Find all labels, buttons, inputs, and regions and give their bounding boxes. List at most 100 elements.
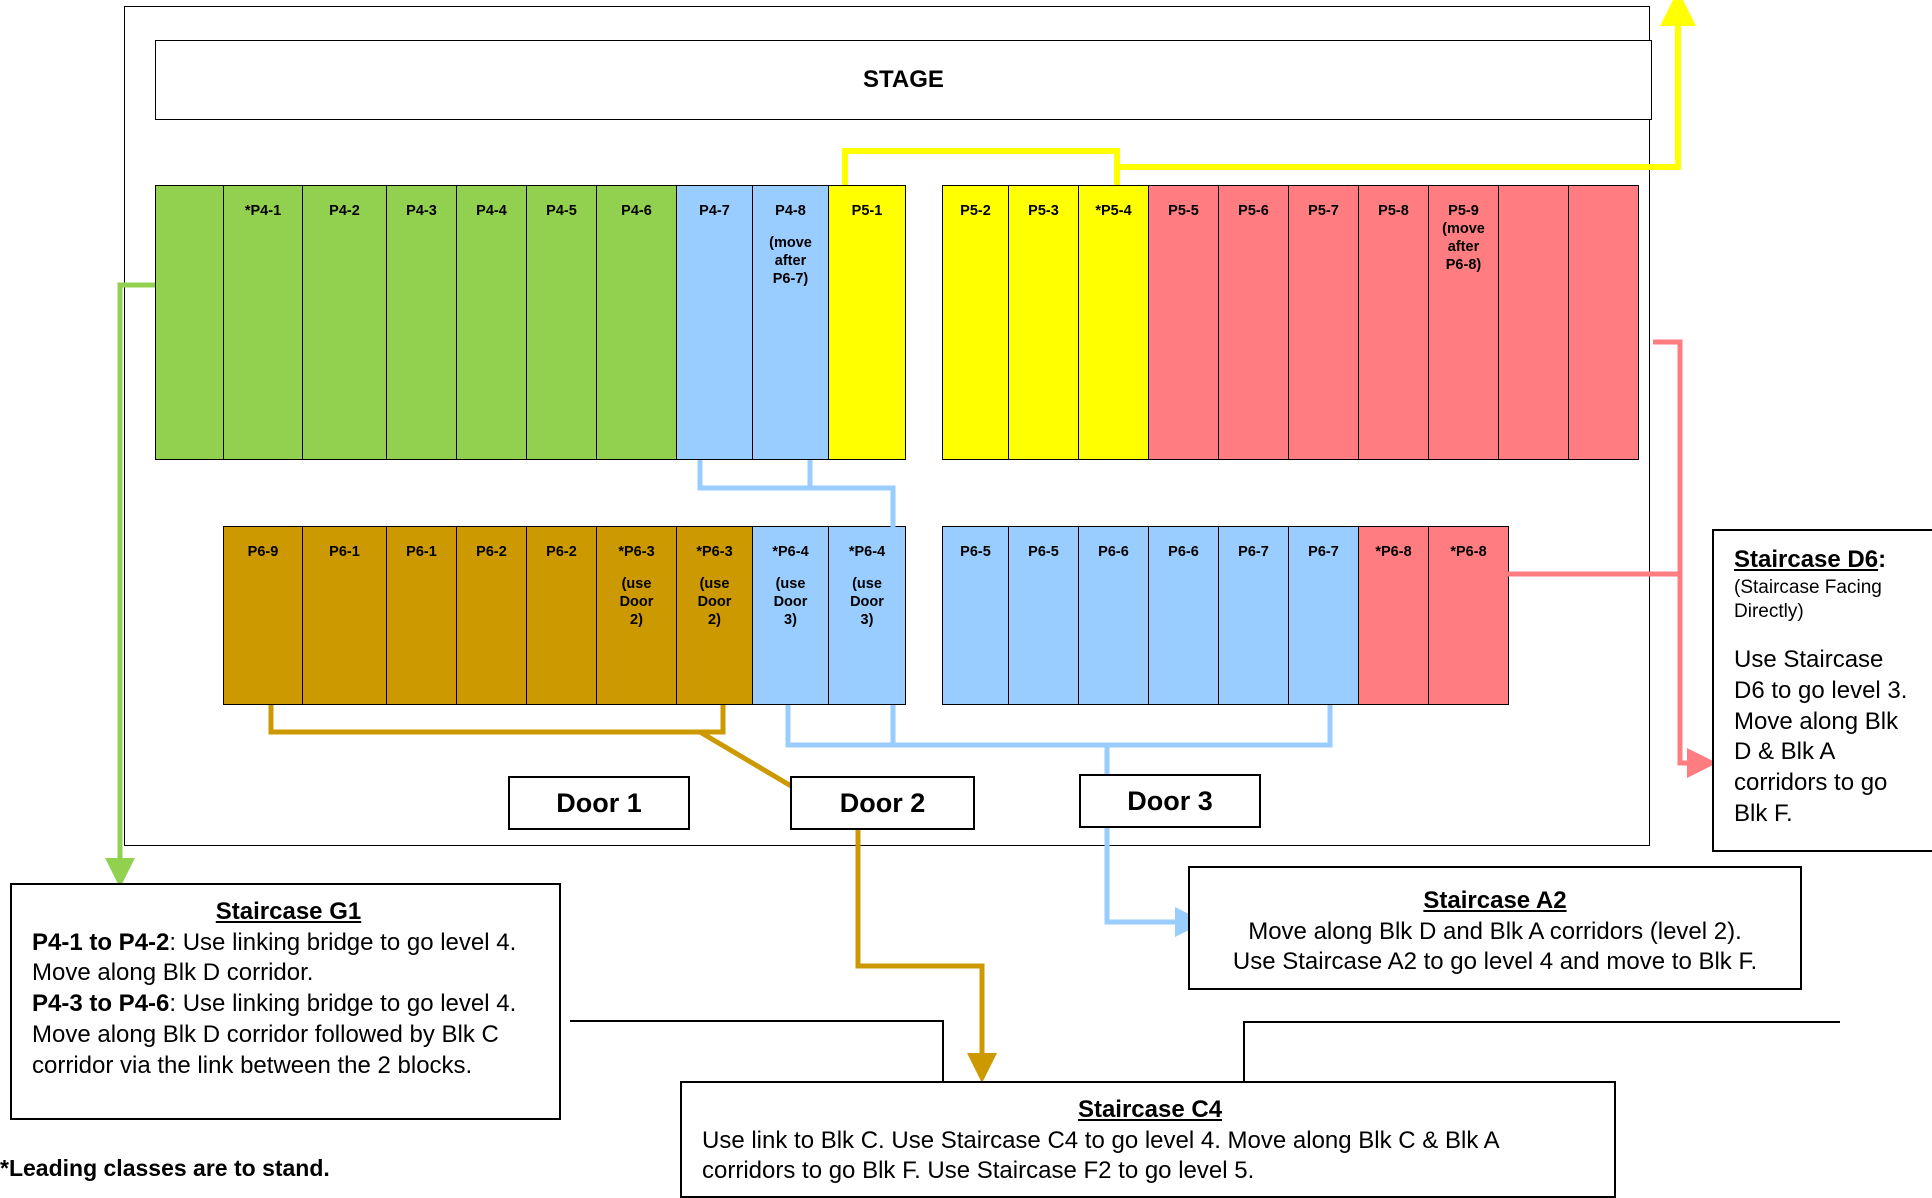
seat-block-label: P4-7 xyxy=(699,203,730,219)
seat-block-label: P6-7 xyxy=(1238,544,1269,560)
seat-block-label: *P6-8 xyxy=(1450,544,1487,560)
staircase-g1-line2: P4-3 to P4-6: Use linking bridge to go l… xyxy=(32,989,545,1081)
seat-block-label: P6-1 xyxy=(406,544,437,560)
seat-block: P5-1 xyxy=(828,185,906,460)
seat-block: P5-9 (move after P6-8) xyxy=(1428,185,1499,460)
seat-block-label: P4-2 xyxy=(329,203,360,219)
staircase-g1-title: Staircase G1 xyxy=(215,898,362,925)
seat-block: P5-5 xyxy=(1148,185,1219,460)
green-route-arrow xyxy=(105,282,155,888)
staircase-g1-box: Staircase G1 P4-1 to P4-2: Use linking b… xyxy=(10,883,561,1120)
blue-route-arrow xyxy=(1104,745,1205,937)
seat-block: P6-2 xyxy=(526,526,597,705)
seat-block-note: (move after P6-8) xyxy=(1442,221,1485,274)
staircase-c4-title: Staircase C4 xyxy=(1077,1096,1223,1123)
seat-block-label: *P6-8 xyxy=(1375,544,1412,560)
door-2-label: Door 2 xyxy=(839,787,926,818)
seat-block-label: P4-6 xyxy=(621,203,652,219)
seat-block xyxy=(155,185,224,460)
seat-block-label: P4-3 xyxy=(406,203,437,219)
stage: STAGE xyxy=(155,40,1652,120)
seat-block: P6-9 xyxy=(223,526,303,705)
seat-block: *P6-4 (use Door 3) xyxy=(828,526,906,705)
seat-block: *P6-3 (use Door 2) xyxy=(596,526,677,705)
stage-label: STAGE xyxy=(863,66,944,93)
staircase-d6-title: Staircase D6 xyxy=(1734,546,1879,573)
seat-block: P5-7 xyxy=(1288,185,1359,460)
door-2: Door 2 xyxy=(790,776,975,830)
seat-block-label: P6-7 xyxy=(1308,544,1339,560)
brown-route-arrow xyxy=(855,826,997,1083)
seat-block-note: (move after P6-7) xyxy=(769,235,812,288)
door-3-label: Door 3 xyxy=(1127,785,1213,816)
seat-block-label: P6-5 xyxy=(960,544,991,560)
seat-block-label: *P6-4 xyxy=(848,544,886,560)
seat-block-label: *P6-3 xyxy=(696,544,733,560)
seat-block-label: P4-5 xyxy=(546,203,577,219)
seat-block-label: P6-5 xyxy=(1028,544,1059,560)
seat-block: P4-3 xyxy=(386,185,457,460)
staircase-d6-box: Staircase D6: (Staircase Facing Directly… xyxy=(1712,529,1932,852)
staircase-d6-text: Use Staircase D6 to go level 3. Move alo… xyxy=(1734,646,1908,827)
seat-block: P5-3 xyxy=(1008,185,1079,460)
red-route-arrow xyxy=(1653,339,1717,778)
seat-block-label: P5-6 xyxy=(1238,203,1269,219)
seat-block: P6-7 xyxy=(1288,526,1359,705)
seat-block-label: P6-2 xyxy=(476,544,507,560)
brown-route-door2 xyxy=(268,705,726,735)
seat-block: P6-1 xyxy=(386,526,457,705)
seat-block: P6-7 xyxy=(1218,526,1289,705)
seat-block-label: P5-3 xyxy=(1028,203,1059,219)
seat-block-label: P6-2 xyxy=(546,544,577,560)
seat-block-label: P5-7 xyxy=(1308,203,1339,219)
seat-block: P4-6 xyxy=(596,185,677,460)
seat-block-label: P5-8 xyxy=(1378,203,1409,219)
seat-block-label: P5-1 xyxy=(851,203,883,219)
seat-block-note: (use Door 2) xyxy=(697,576,732,629)
seat-block-label: *P4-1 xyxy=(244,203,282,219)
yellow-route-arrow xyxy=(842,0,1696,185)
door-1: Door 1 xyxy=(508,776,690,830)
seat-block-label: *P5-4 xyxy=(1095,203,1132,219)
seat-block-label: P6-1 xyxy=(329,544,360,560)
seat-block-note: (use Door 3) xyxy=(773,576,808,629)
seat-block-label: P5-9 xyxy=(1448,203,1479,219)
staircase-g1-line2-bold: P4-3 to P4-6 xyxy=(32,990,170,1018)
hall-outline xyxy=(124,6,1650,846)
seat-block: *P6-4(use Door 3) xyxy=(752,526,829,705)
seat-block: P5-8 xyxy=(1358,185,1429,460)
staircase-c4-text: Use link to Blk C. Use Staircase C4 to g… xyxy=(702,1126,1499,1185)
staircase-d6-title-suffix: : xyxy=(1878,546,1887,573)
seat-block-label: *P6-3 xyxy=(618,544,655,560)
staircase-g1-line1: P4-1 to P4-2: Use linking bridge to go l… xyxy=(32,928,545,989)
footnote: *Leading classes are to stand. xyxy=(0,1155,330,1181)
seat-block: P4-8(move after P6-7) xyxy=(752,185,829,460)
seat-block-label: P5-2 xyxy=(960,203,991,219)
seat-block: P4-2 xyxy=(302,185,387,460)
corridor-line-left xyxy=(570,1020,944,1082)
staircase-c4-box: Staircase C4 Use link to Blk C. Use Stai… xyxy=(680,1081,1616,1198)
seat-block-label: P6-9 xyxy=(247,544,279,560)
seat-block: P6-5 xyxy=(942,526,1009,705)
seat-block: P5-2 xyxy=(942,185,1009,460)
corridor-line-right xyxy=(1243,1021,1840,1082)
seat-block-note: (use Door 3) xyxy=(850,576,884,629)
staircase-g1-line2-text: : Use linking bridge to go level 4. Move… xyxy=(32,990,517,1079)
seat-block xyxy=(1568,185,1639,460)
seat-block: *P6-8 xyxy=(1358,526,1429,705)
staircase-a2-title: Staircase A2 xyxy=(1423,887,1567,914)
seat-block: P4-7 xyxy=(676,185,753,460)
seat-block-note: (use Door 2) xyxy=(619,576,654,629)
seat-block: *P6-3 (use Door 2) xyxy=(676,526,753,705)
seat-block: P6-6 xyxy=(1148,526,1219,705)
staircase-d6-subtitle: (Staircase Facing Directly) xyxy=(1734,576,1882,623)
seat-block: P6-1 xyxy=(302,526,387,705)
seat-block-label: P4-4 xyxy=(476,203,507,219)
seat-block: *P6-8 xyxy=(1428,526,1509,705)
seat-block: P6-2 xyxy=(456,526,527,705)
seat-block-label: P6-6 xyxy=(1168,544,1199,560)
door-1-label: Door 1 xyxy=(556,787,642,818)
staircase-a2-box: Staircase A2 Move along Blk D and Blk A … xyxy=(1188,866,1802,990)
seat-block: P4-5 xyxy=(526,185,597,460)
